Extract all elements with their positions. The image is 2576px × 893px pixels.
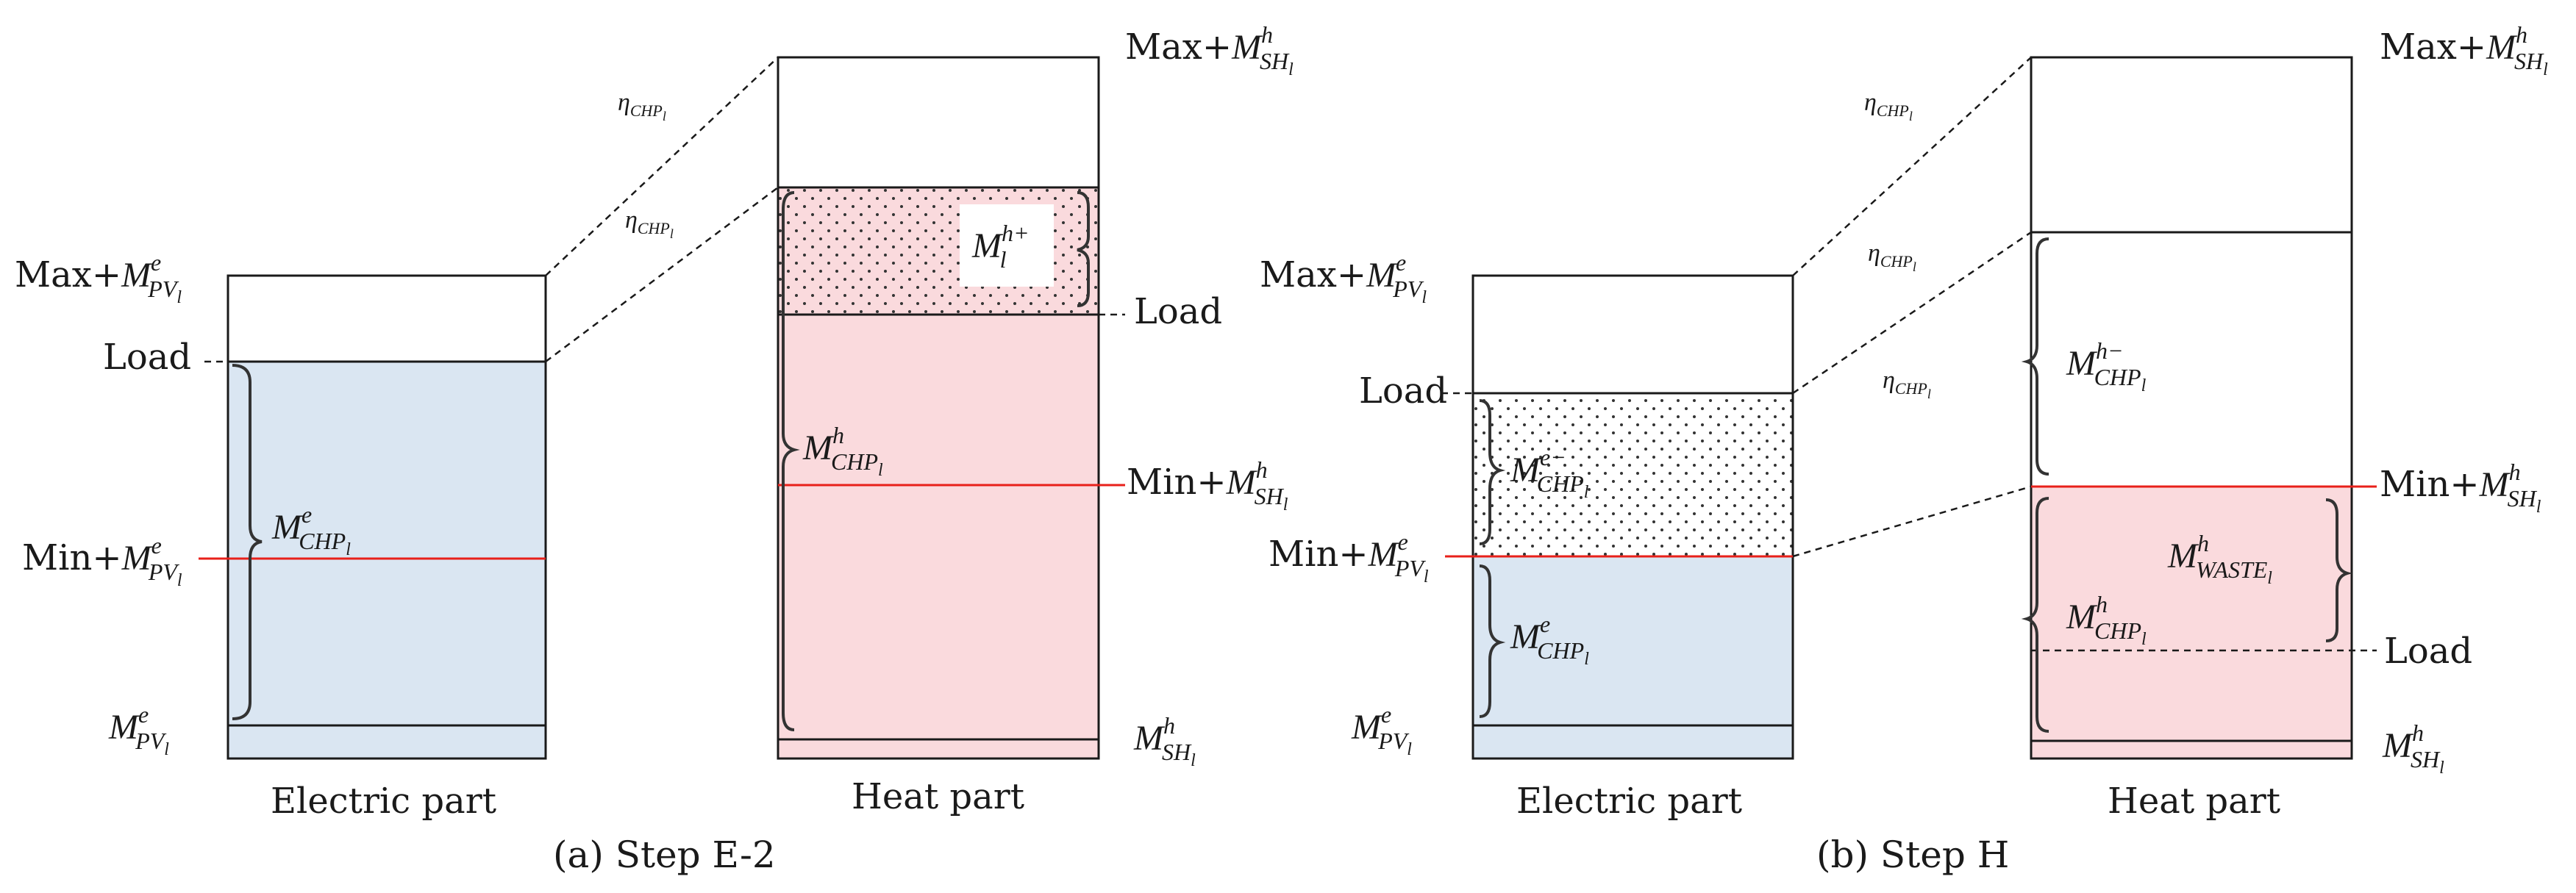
eta-label-bottom: ηCHPl <box>1883 367 1931 401</box>
connector-load <box>1792 231 2032 395</box>
heat-plus-label: Mh+l <box>971 220 1030 273</box>
heat-plus-label-bg <box>960 204 1054 287</box>
caption-b: (b) Step H <box>1816 833 2009 876</box>
heat-chp-region <box>2031 487 2352 758</box>
panel-a-heat-bar <box>777 56 1125 760</box>
heat-chp-minus-label: Mh−CHPl <box>2066 337 2147 395</box>
electric-chp-brace <box>1479 564 1506 718</box>
electric-chp-region <box>1473 556 1793 758</box>
eta-label-top: ηCHPl <box>618 89 666 123</box>
electric-minus-dots <box>1473 393 1793 556</box>
heat-part-label: Heat part <box>2108 781 2280 822</box>
electric-part-label: Electric part <box>271 781 496 822</box>
heat-bar-outline <box>2030 56 2353 760</box>
electric-chp-brace <box>232 364 263 720</box>
m-symbol: M <box>121 256 153 295</box>
heat-bar-outline <box>777 56 1100 760</box>
panel-a-connectors: ηCHPl ηCHPl <box>545 57 779 362</box>
heat-plus-brace <box>1077 191 1090 307</box>
electric-part-label: Electric part <box>1516 781 1742 822</box>
heat-chp-minus-brace <box>2021 237 2049 476</box>
eta-label-top: ηCHPl <box>1864 89 1913 123</box>
electric-load-label: Load <box>1359 370 1447 412</box>
eta-label-middle: ηCHPl <box>1868 240 1916 274</box>
panel-b-heat-bar <box>2021 56 2377 760</box>
heat-chp-brace <box>782 191 800 731</box>
heat-chp-brace <box>2021 497 2049 733</box>
electric-load-label: Load <box>103 337 191 378</box>
panel-b-connectors: ηCHPl ηCHPl ηCHPl <box>1792 57 2032 558</box>
eta-label-bottom: ηCHPl <box>625 207 674 241</box>
heat-part-label: Heat part <box>852 776 1024 817</box>
electric-chp-minus-label: Me−CHPl <box>1510 444 1589 502</box>
electric-chp-region <box>228 362 546 758</box>
panel-b-electric-bar <box>1441 274 1794 760</box>
electric-minus-brace <box>1479 399 1506 545</box>
connector-load <box>545 187 779 362</box>
heat-waste-brace <box>2325 498 2353 642</box>
heat-load-label: Load <box>2384 631 2472 672</box>
caption-a: (a) Step E-2 <box>553 833 776 876</box>
electric-bar-outline <box>226 274 547 760</box>
heat-load-label: Load <box>1134 291 1222 332</box>
connector-min <box>1792 485 2032 558</box>
connector-max <box>1792 57 2032 276</box>
panel-a-electric-bar <box>199 274 547 760</box>
electric-bar-outline <box>1471 274 1794 760</box>
connector-max <box>545 57 779 276</box>
